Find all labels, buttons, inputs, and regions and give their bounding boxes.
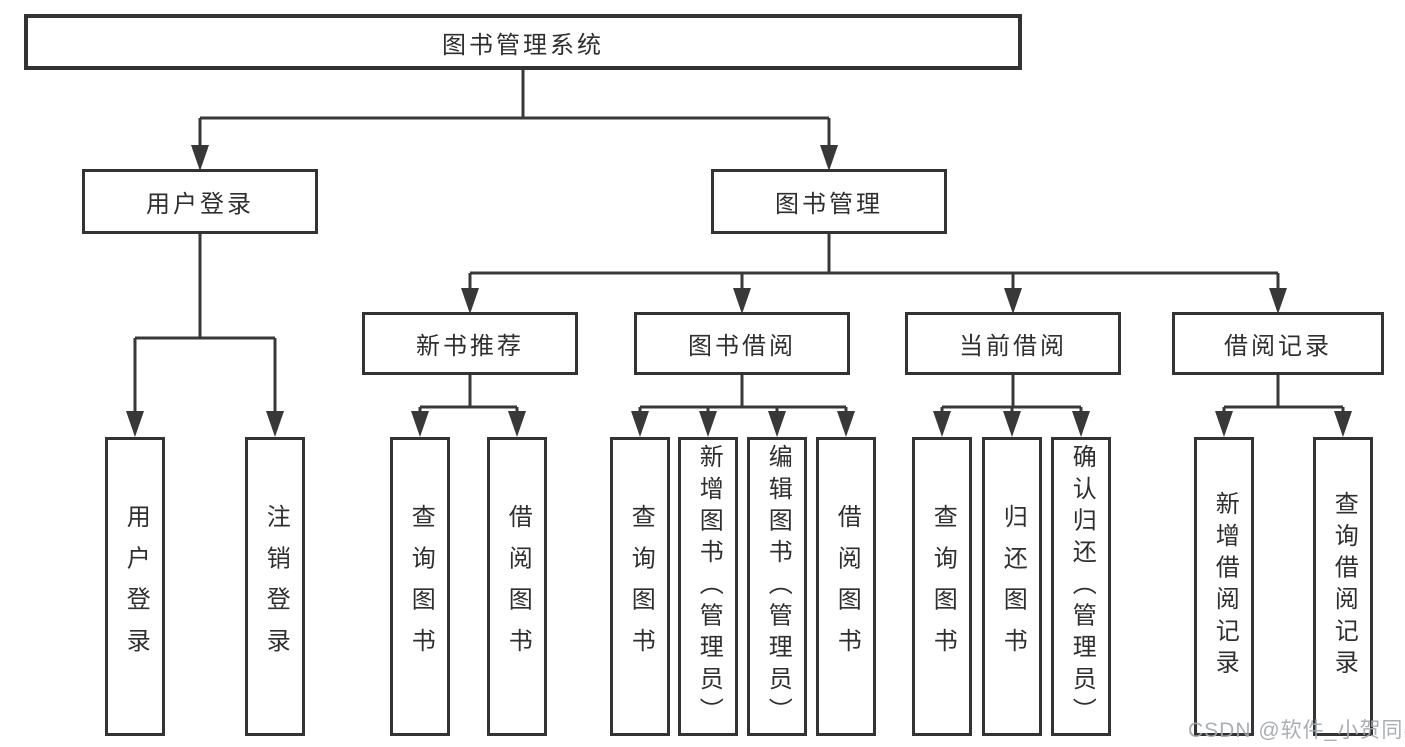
node-label: 注销登录	[262, 503, 290, 670]
node-label: 新增图书（管理员）	[695, 443, 723, 730]
node-label: 新增借阅记录	[1211, 491, 1239, 682]
node-label: 查询图书	[929, 503, 957, 670]
node-library-management-system: 图书管理系统	[24, 14, 1022, 70]
leaf-borrow-borrow-books: 借阅图书	[816, 437, 876, 736]
node-label: 归还图书	[999, 503, 1027, 670]
node-label: 用户登录	[122, 503, 150, 670]
node-label: 当前借阅	[959, 333, 1067, 360]
leaf-logout: 注销登录	[245, 437, 305, 736]
node-label: 编辑图书（管理员）	[764, 443, 792, 730]
node-book-borrowing: 图书借阅	[634, 312, 850, 375]
leaf-current-query-books: 查询图书	[912, 437, 972, 736]
node-borrowing-records: 借阅记录	[1172, 312, 1384, 375]
node-user-login: 用户登录	[82, 169, 318, 234]
node-label: 借阅记录	[1224, 333, 1332, 360]
leaf-records-query-borrow-record: 查询借阅记录	[1313, 437, 1373, 736]
leaf-recommend-borrow-books: 借阅图书	[487, 437, 547, 736]
node-current-borrowing: 当前借阅	[905, 312, 1121, 375]
leaf-user-login: 用户登录	[105, 437, 165, 736]
node-new-book-recommend: 新书推荐	[362, 312, 578, 375]
leaf-borrow-add-books-admin: 新增图书（管理员）	[678, 437, 738, 736]
node-label: 查询图书	[627, 503, 655, 670]
node-label: 图书借阅	[688, 333, 796, 360]
leaf-current-confirm-return-admin: 确认归还（管理员）	[1051, 437, 1111, 736]
node-label: 借阅图书	[504, 503, 532, 670]
leaf-borrow-edit-books-admin: 编辑图书（管理员）	[747, 437, 807, 736]
node-label: 图书管理	[775, 191, 883, 218]
node-label: 确认归还（管理员）	[1068, 443, 1096, 730]
node-book-management: 图书管理	[711, 169, 947, 234]
leaf-recommend-query-books: 查询图书	[390, 437, 450, 736]
leaf-current-return-books: 归还图书	[982, 437, 1042, 736]
node-label: 查询图书	[407, 503, 435, 670]
node-label: 用户登录	[146, 191, 254, 218]
node-label: 借阅图书	[833, 503, 861, 670]
node-label: 新书推荐	[416, 333, 524, 360]
leaf-records-add-borrow-record: 新增借阅记录	[1194, 437, 1254, 736]
csdn-watermark: CSDN @软件_小贺同学	[1188, 719, 1405, 742]
arrowheads	[126, 145, 1352, 437]
node-label: 查询借阅记录	[1330, 491, 1358, 682]
leaf-borrow-query-books: 查询图书	[610, 437, 670, 736]
node-label: 图书管理系统	[442, 31, 604, 59]
